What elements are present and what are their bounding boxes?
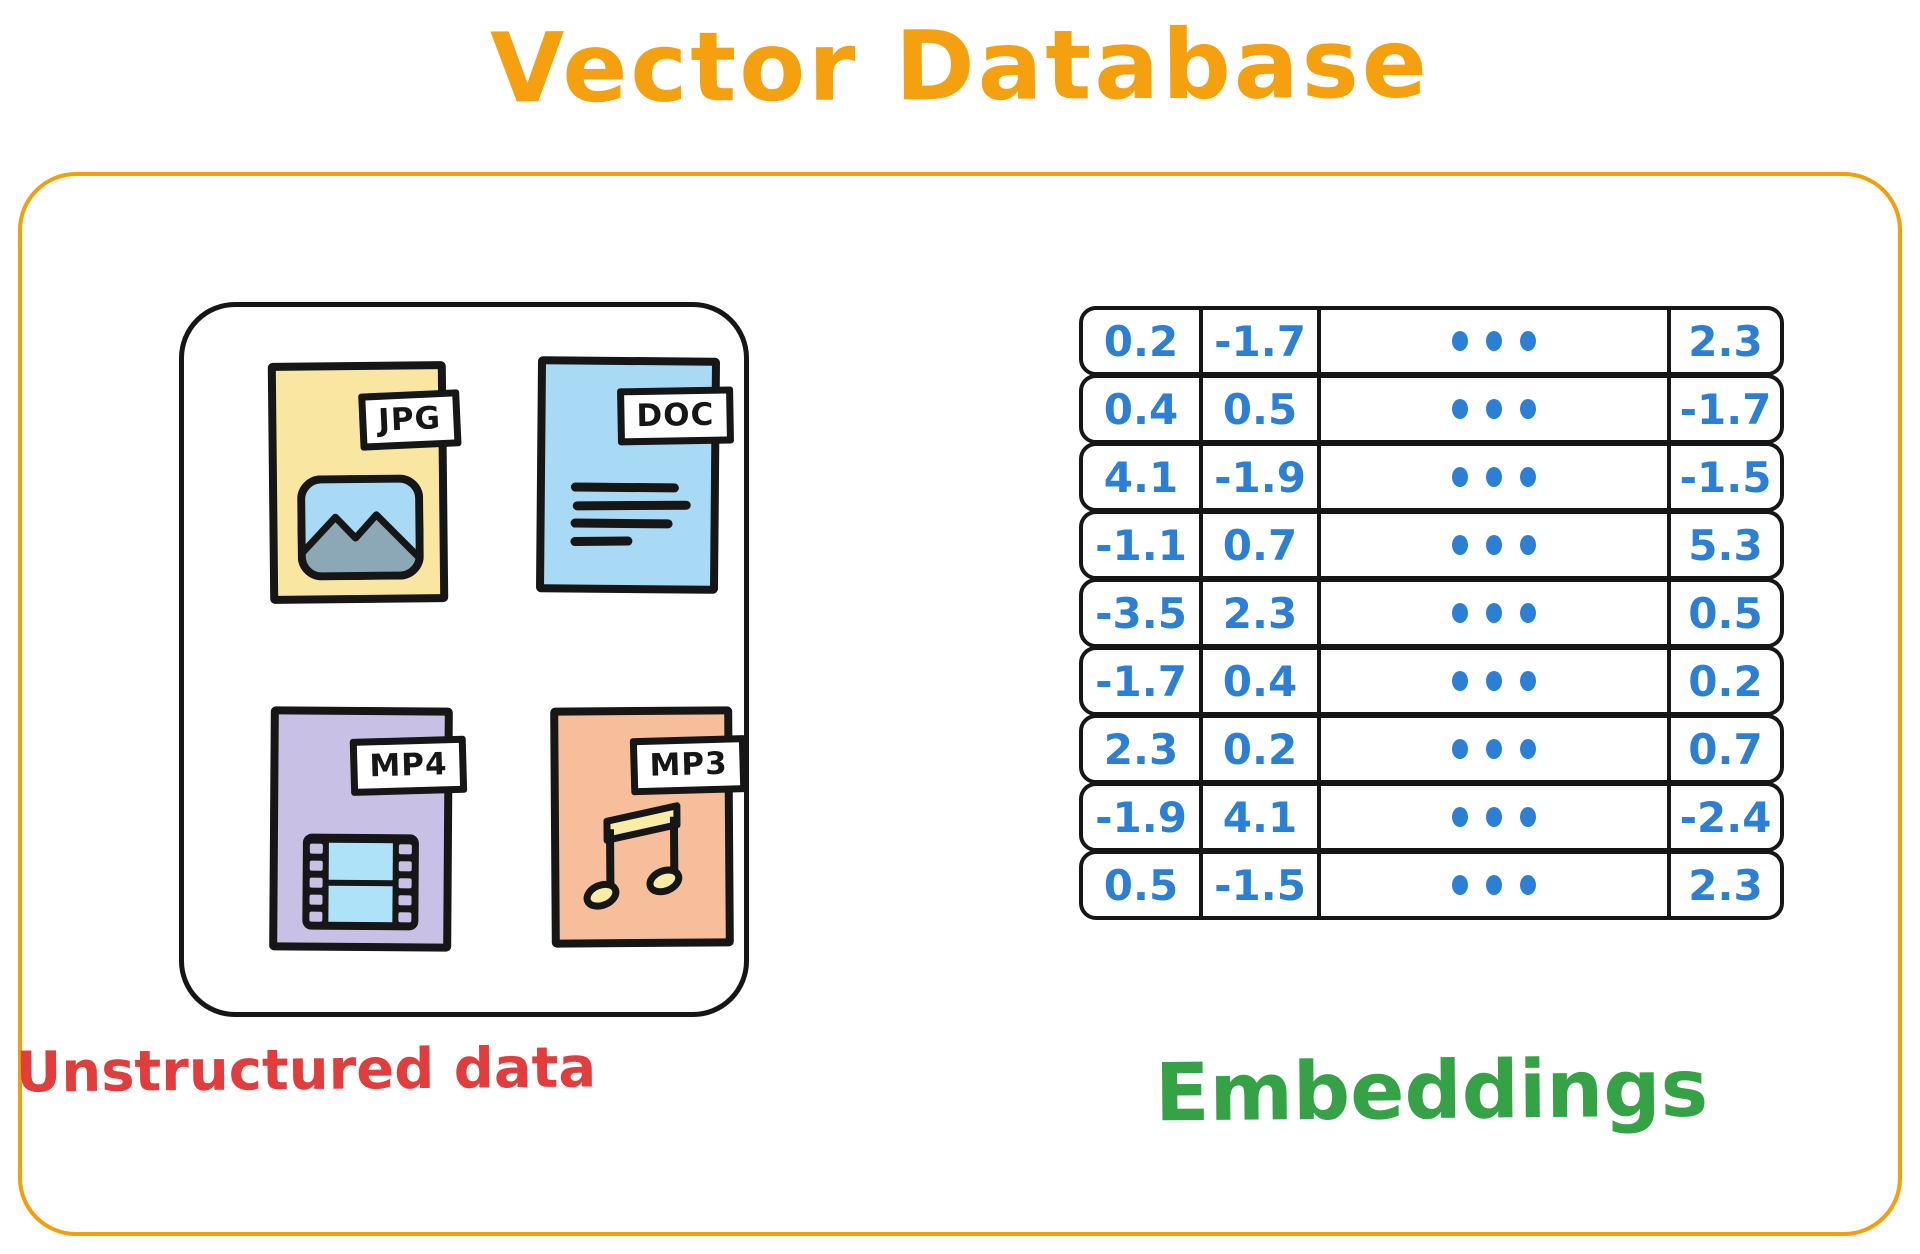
ellipsis-cell	[1321, 514, 1671, 576]
file-card-jpg: JPG	[267, 361, 462, 604]
embedding-value: -1.1	[1083, 514, 1203, 576]
ellipsis-cell	[1321, 446, 1671, 508]
embedding-value: 2.3	[1688, 860, 1763, 910]
embedding-row: 0.4 0.5 -1.7	[1079, 374, 1784, 444]
text-lines-icon	[570, 482, 697, 556]
three-dots-icon	[1443, 671, 1545, 691]
unstructured-data-label: Unstructured data	[15, 1035, 597, 1106]
page-title: Vector Database	[489, 7, 1431, 125]
embedding-value: 0.4	[1203, 650, 1321, 712]
embedding-value: 2.3	[1203, 582, 1321, 644]
file-card-mp4: MP4	[269, 706, 468, 952]
embedding-value: -1.7	[1083, 650, 1203, 712]
three-dots-icon	[1443, 467, 1545, 487]
embedding-value: -1.5	[1203, 854, 1321, 916]
embedding-value: -1.9	[1203, 446, 1321, 508]
embedding-value: -3.5	[1083, 582, 1203, 644]
vector-database-container: JPG DOC MP4	[16, 172, 1902, 1236]
embedding-value: 2.3	[1688, 316, 1763, 366]
embedding-row: -3.5 2.3 0.5	[1079, 578, 1784, 648]
ellipsis-cell	[1321, 378, 1671, 440]
embedding-value: 0.4	[1083, 378, 1203, 440]
embedding-row: -1.9 4.1 -2.4	[1079, 782, 1784, 852]
embedding-row: 0.2 -1.7 2.3	[1079, 306, 1784, 376]
three-dots-icon	[1443, 807, 1545, 827]
file-card-doc: DOC	[535, 356, 735, 594]
ellipsis-cell	[1321, 854, 1671, 916]
three-dots-icon	[1443, 399, 1545, 419]
embedding-row: 0.5 -1.5 2.3	[1079, 850, 1784, 920]
embedding-value: 0.7	[1688, 724, 1763, 774]
three-dots-icon	[1443, 739, 1545, 759]
image-thumbnail-icon	[297, 474, 424, 581]
embedding-row: -1.1 0.7 5.3	[1079, 510, 1784, 580]
embedding-value: 0.2	[1203, 718, 1321, 780]
embedding-value: -2.4	[1679, 792, 1772, 842]
embedding-value: 0.2	[1688, 656, 1763, 706]
file-type-label: MP4	[368, 746, 448, 785]
embedding-row: -1.7 0.4 0.2	[1079, 646, 1784, 716]
embedding-value: 0.5	[1688, 588, 1763, 638]
embedding-value: -1.7	[1203, 310, 1321, 372]
embedding-value: 2.3	[1083, 718, 1203, 780]
ellipsis-cell	[1321, 650, 1671, 712]
three-dots-icon	[1443, 875, 1545, 895]
ellipsis-cell	[1321, 786, 1671, 848]
file-type-tag-mp3: MP3	[629, 735, 748, 796]
music-note-icon	[583, 802, 683, 910]
embeddings-label: Embeddings	[1154, 1041, 1709, 1140]
file-type-label: MP3	[648, 745, 729, 784]
embeddings-table: 0.2 -1.7 2.3 0.4 0.5 -1.7 4.1 -1.9 -1.5 …	[1079, 306, 1784, 920]
file-card-mp3: MP3	[550, 706, 748, 948]
embedding-value: 0.5	[1083, 854, 1203, 916]
file-type-tag-mp4: MP4	[349, 735, 468, 797]
ellipsis-cell	[1321, 718, 1671, 780]
embedding-value: 5.3	[1688, 520, 1763, 570]
embedding-value: 0.5	[1203, 378, 1321, 440]
three-dots-icon	[1443, 331, 1545, 351]
embedding-value: -1.9	[1083, 786, 1203, 848]
embedding-row: 2.3 0.2 0.7	[1079, 714, 1784, 784]
embedding-value: 4.1	[1203, 786, 1321, 848]
ellipsis-cell	[1321, 310, 1671, 372]
ellipsis-cell	[1321, 582, 1671, 644]
embedding-row: 4.1 -1.9 -1.5	[1079, 442, 1784, 512]
embedding-value: 0.2	[1083, 310, 1203, 372]
unstructured-data-panel: JPG DOC MP4	[179, 302, 749, 1017]
embedding-value: 0.7	[1203, 514, 1321, 576]
three-dots-icon	[1443, 535, 1545, 555]
three-dots-icon	[1443, 603, 1545, 623]
film-strip-icon	[302, 833, 419, 931]
file-type-tag-jpg: JPG	[358, 389, 462, 451]
file-type-label: JPG	[377, 400, 443, 439]
embedding-value: -1.7	[1679, 384, 1772, 434]
file-type-label: DOC	[636, 396, 715, 435]
embedding-value: -1.5	[1679, 452, 1772, 502]
file-type-tag-doc: DOC	[617, 386, 735, 446]
embedding-value: 4.1	[1083, 446, 1203, 508]
